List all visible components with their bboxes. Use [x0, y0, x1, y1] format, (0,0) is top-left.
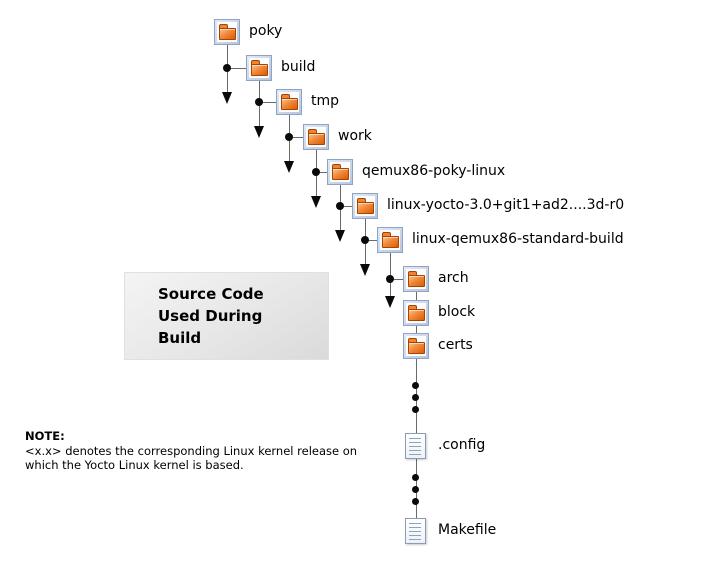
tree-node-linux-yocto: linux-yocto-3.0+git1+ad2....3d-r0 [352, 193, 624, 219]
tree-node-label: poky [249, 23, 283, 39]
tree-node-poky: poky [214, 19, 282, 45]
folder-icon [303, 124, 329, 150]
tree-connector-horizontal [227, 68, 246, 69]
folder-icon [352, 193, 378, 219]
tree-node-block: block [403, 300, 475, 326]
folder-icon [403, 333, 429, 359]
tree-bullet [255, 98, 263, 106]
tree-node-label: Makefile [438, 522, 497, 538]
tree-node-label: build [281, 59, 316, 75]
caption-line: Source Code [158, 285, 264, 303]
tree-node-certs: certs [403, 333, 473, 359]
note-text-line: which the Yocto Linux kernel is based. [25, 458, 244, 472]
tree-node-work: work [303, 124, 372, 150]
file-icon [405, 433, 426, 459]
folder-icon [377, 227, 403, 253]
folder-icon [214, 19, 240, 45]
tree-node-label: linux-yocto-3.0+git1+ad2....3d-r0 [387, 197, 625, 213]
ellipsis-dot [412, 406, 419, 413]
ellipsis-dot [412, 474, 419, 481]
folder-icon [276, 89, 302, 115]
tree-connector-horizontal [340, 206, 352, 207]
tree-connector-horizontal [365, 240, 377, 241]
tree-bullet [361, 236, 369, 244]
file-icon [405, 518, 426, 544]
tree-node-label: qemux86-poky-linux [362, 163, 506, 179]
tree-node-label: certs [438, 337, 473, 353]
arrow-down-icon [311, 196, 321, 208]
ellipsis-dot [412, 394, 419, 401]
tree-node-label: .config [438, 437, 486, 453]
tree-node-build: build [246, 55, 315, 81]
tree-node-makefile: Makefile [403, 518, 496, 544]
arrow-down-icon [360, 264, 370, 276]
tree-node-qemux86-poky-linux: qemux86-poky-linux [327, 159, 505, 185]
arrow-down-icon [222, 92, 232, 104]
tree-bullet [386, 275, 394, 283]
tree-bullet [336, 202, 344, 210]
caption-box: Source Code Used During Build [124, 272, 329, 360]
ellipsis-dot [412, 498, 419, 505]
tree-node-linux-qemux86-standard-build: linux-qemux86-standard-build [377, 227, 624, 253]
tree-connector-horizontal [259, 102, 276, 103]
tree-node-dot-config: .config [403, 433, 485, 459]
tree-node-label: work [338, 128, 372, 144]
tree-bullet [223, 64, 231, 72]
tree-node-tmp: tmp [276, 89, 339, 115]
caption-line: Build [158, 329, 202, 347]
caption-line: Used During [158, 307, 263, 325]
ellipsis-dot [412, 486, 419, 493]
folder-icon [246, 55, 272, 81]
arrow-down-icon [284, 161, 294, 173]
folder-icon [403, 300, 429, 326]
tree-node-label: arch [438, 270, 469, 286]
note-label: NOTE: [25, 429, 65, 443]
arrow-down-icon [254, 126, 264, 138]
tree-connector-horizontal [289, 137, 303, 138]
tree-node-label: tmp [311, 93, 340, 109]
tree-bullet [312, 168, 320, 176]
folder-icon [403, 266, 429, 292]
note-block: NOTE: <x.x> denotes the corresponding Li… [25, 429, 385, 472]
tree-node-arch: arch [403, 266, 469, 292]
tree-connector-vertical [416, 292, 417, 518]
folder-icon [327, 159, 353, 185]
tree-connector-vertical [390, 253, 391, 296]
tree-node-label: block [438, 304, 476, 320]
tree-node-label: linux-qemux86-standard-build [412, 231, 624, 247]
tree-connector-horizontal [390, 279, 403, 280]
tree-bullet [285, 133, 293, 141]
arrow-down-icon [385, 296, 395, 308]
note-text-line: <x.x> denotes the corresponding Linux ke… [25, 444, 358, 458]
ellipsis-dot [412, 382, 419, 389]
arrow-down-icon [335, 230, 345, 242]
tree-connector-horizontal [316, 172, 327, 173]
